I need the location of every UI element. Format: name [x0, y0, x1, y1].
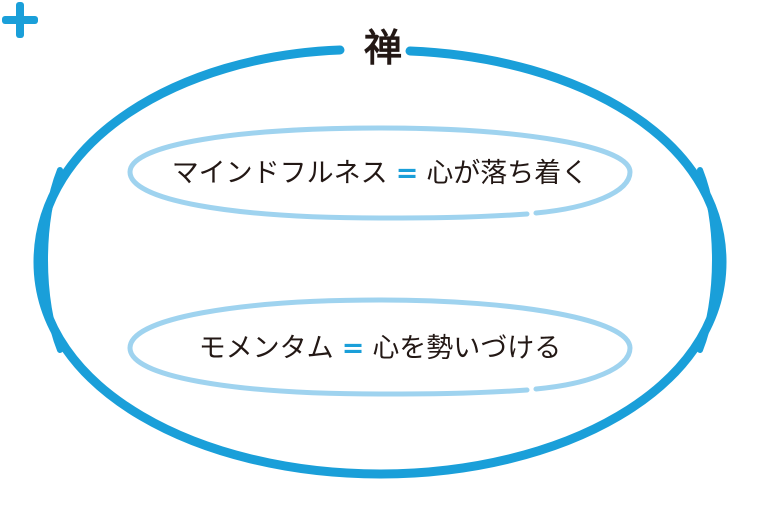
outer-ellipse: [33, 45, 727, 479]
plus-icon: [2, 2, 38, 38]
concept-momentum: モメンタム=心を勢いづける: [127, 332, 633, 366]
zen-title: 禅: [363, 26, 402, 70]
concept-mindfulness: マインドフルネス=心が落ち着く: [127, 157, 633, 191]
concept-term: モメンタム: [198, 333, 334, 364]
inner-ellipse-momentum: [127, 297, 633, 397]
inner-ellipse-mindfulness: [127, 125, 633, 221]
concept-meaning: 心を勢いづける: [372, 333, 562, 364]
concept-meaning: 心が落ち着く: [426, 158, 589, 189]
concept-term: マインドフルネス: [171, 158, 388, 189]
equals-sign: =: [395, 158, 419, 189]
equals-sign: =: [341, 333, 365, 364]
